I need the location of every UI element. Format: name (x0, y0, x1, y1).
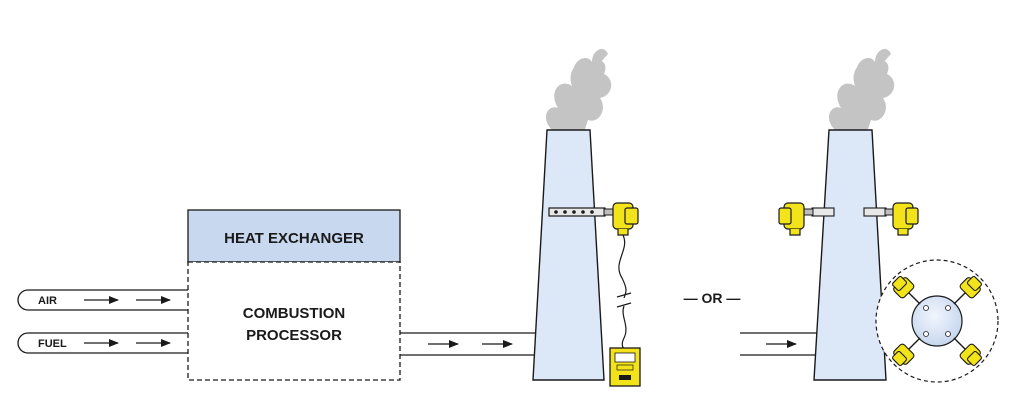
combustion-processor-block: COMBUSTION PROCESSOR (187, 261, 401, 381)
stack-2 (813, 129, 887, 381)
combustion-label-line2: PROCESSOR (246, 327, 342, 344)
cross-stack-sensor-right (863, 202, 919, 236)
heat-exchanger-label: HEAT EXCHANGER (224, 230, 364, 247)
or-separator: — OR — (684, 290, 741, 306)
radial-sensor-nw (892, 276, 921, 305)
fuel-inlet-pipe: FUEL (17, 332, 188, 354)
combustion-label-line1: COMBUSTION (243, 305, 346, 322)
smoke-plume-2 (828, 48, 895, 132)
radial-sensor-sw (892, 337, 921, 366)
heat-exchanger-block: HEAT EXCHANGER (187, 209, 401, 263)
air-inlet-pipe: AIR (17, 289, 188, 311)
radial-sensor-se (953, 337, 982, 366)
air-label: AIR (38, 295, 57, 307)
radial-sensor-ne (953, 276, 982, 305)
smoke-plume-1 (545, 48, 612, 132)
sensor-head-1 (612, 202, 639, 236)
cross-stack-sensor-left (778, 202, 835, 236)
cross-section-detail (875, 259, 999, 383)
analyzer-box (609, 347, 641, 387)
fuel-label: FUEL (38, 338, 67, 350)
flue-duct-1 (400, 332, 538, 356)
stack-1 (532, 129, 605, 381)
signal-cable (616, 234, 632, 351)
probe-insertion-1 (548, 207, 615, 217)
flue-duct-2 (740, 332, 820, 356)
